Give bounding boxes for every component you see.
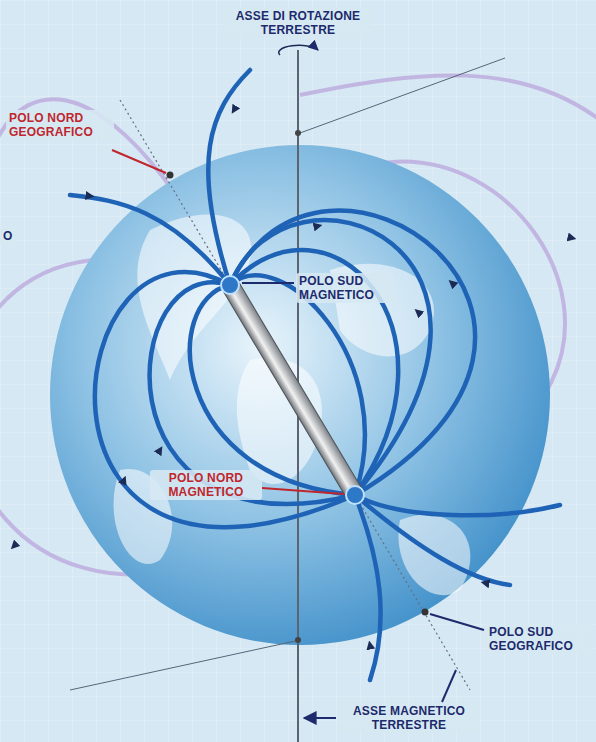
axis-label: ASSE MAGNETICO TERRESTRE (338, 703, 480, 733)
pole-label: POLO NORD MAGNETICO (150, 470, 262, 500)
cut-label: O (0, 228, 16, 244)
axis-label: ASSE DI ROTAZIONE TERRESTRE (223, 8, 373, 38)
pole-label: POLO SUD GEOGRAFICO (486, 624, 592, 654)
pole-label: POLO NORD GEOGRAFICO (6, 110, 114, 140)
pole-label: POLO SUD MAGNETICO (296, 273, 394, 303)
